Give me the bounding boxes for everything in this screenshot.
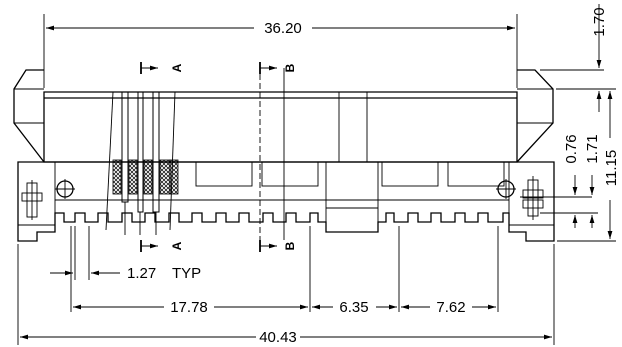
dim-overall-bottom: 40.43 bbox=[17, 244, 555, 346]
section-b-label-top: B bbox=[283, 63, 297, 72]
dim-span-right-value: 7.62 bbox=[436, 299, 465, 316]
section-b-label-bottom: B bbox=[283, 241, 297, 250]
latch-right bbox=[522, 176, 544, 220]
dim-height-small: 0.76 1.71 bbox=[520, 134, 601, 228]
mounting-hole-right bbox=[496, 179, 516, 199]
dim-pitch: 1.27 TYP bbox=[50, 226, 201, 282]
mounting-hole-left bbox=[55, 179, 75, 199]
section-b-marker: B B bbox=[259, 62, 297, 252]
contact-pins bbox=[105, 91, 179, 235]
section-a-label-top: A bbox=[170, 63, 184, 72]
dim-spans: 17.78 6.35 7.62 bbox=[70, 226, 499, 316]
dim-height-top: 1.70 bbox=[540, 4, 616, 112]
dim-height-total-value: 11.15 bbox=[603, 150, 620, 186]
dim-span-left-value: 17.78 bbox=[170, 299, 208, 316]
dim-height-b-value: 1.71 bbox=[584, 134, 601, 163]
dim-overall-bottom-value: 40.43 bbox=[259, 329, 297, 346]
dim-height-total: 11.15 bbox=[557, 91, 620, 242]
dim-pitch-value: 1.27 bbox=[127, 265, 156, 282]
connector-body bbox=[13, 69, 555, 242]
latch-left bbox=[21, 180, 43, 220]
dim-height-top-value: 1.70 bbox=[591, 7, 608, 36]
dim-overall-top: 36.20 bbox=[43, 14, 518, 88]
section-a-marker: A A bbox=[140, 62, 184, 252]
section-a-label-bottom: A bbox=[170, 241, 184, 250]
dim-height-a-value: 0.76 bbox=[563, 134, 580, 163]
dim-gap-middle-value: 6.35 bbox=[339, 299, 368, 316]
dim-pitch-note: TYP bbox=[172, 265, 201, 282]
dim-overall-top-value: 36.20 bbox=[264, 20, 302, 37]
